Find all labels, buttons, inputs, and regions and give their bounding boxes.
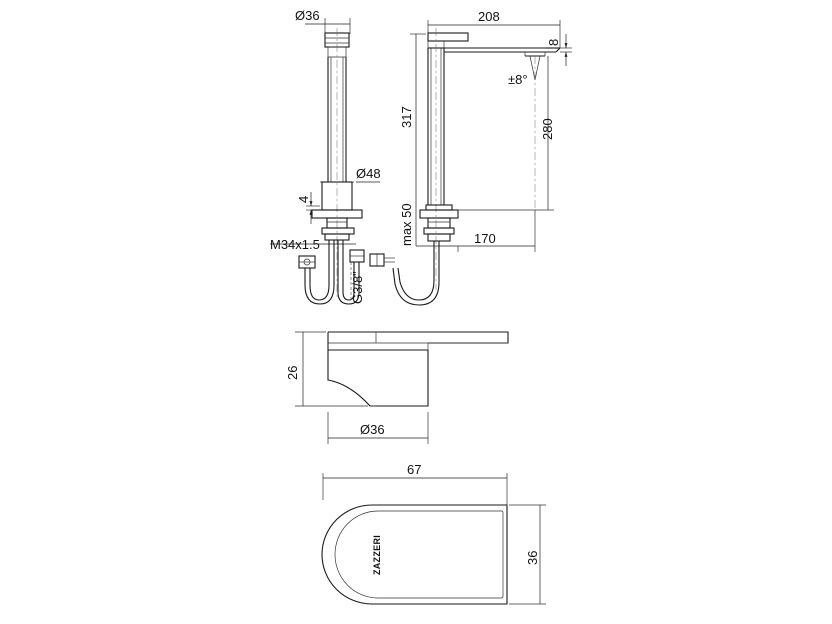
side-base-height-label: 4 xyxy=(296,196,311,203)
spout-thickness-label: 8 xyxy=(546,39,561,46)
brand-logo: ZAZZERI xyxy=(372,535,382,575)
handle-diameter-label: Ø36 xyxy=(360,422,385,437)
top-width-label: 36 xyxy=(525,551,540,565)
handle-height-label: 26 xyxy=(285,366,300,380)
side-base-diameter-label: Ø48 xyxy=(356,166,381,181)
spout-reach-label: 208 xyxy=(478,9,500,24)
spout-angle-label: ±8° xyxy=(508,72,528,87)
spout-height-label: 280 xyxy=(540,118,555,140)
side-top-diameter-label: Ø36 xyxy=(295,8,320,23)
handle-top-view: 67 ZAZZERI 36 xyxy=(321,462,546,605)
connection-thread-label: G3/8" xyxy=(350,271,365,304)
max-thickness-label: max 50 xyxy=(399,203,414,246)
thread-label: M34x1.5 xyxy=(270,237,320,252)
total-height-label: 317 xyxy=(399,106,414,128)
top-length-label: 67 xyxy=(407,462,421,477)
base-to-spout-label: 170 xyxy=(474,231,496,246)
side-view: Ø36 Ø48 4 M34x1.5 xyxy=(270,8,381,305)
handle-elevation: 26 Ø36 xyxy=(285,331,509,444)
front-view: 208 ±8° 8 317 xyxy=(369,9,572,306)
